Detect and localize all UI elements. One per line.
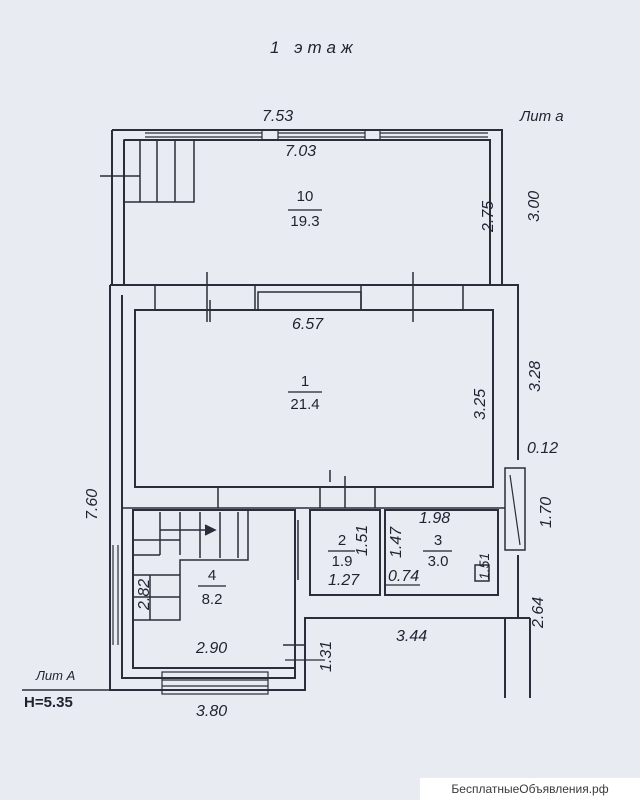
room-4-bottom-window: [161, 671, 269, 695]
lit-a-big-label: Лит А: [36, 668, 76, 683]
floor-title: 1 этаж: [270, 38, 358, 57]
room-2-area: 1.9: [331, 553, 353, 570]
dim-room4-width: 2.90: [196, 640, 228, 657]
room-4-number: 4: [207, 567, 217, 584]
dim-left-total: 7.60: [84, 488, 101, 520]
dim-top-inner: 7.03: [285, 143, 317, 160]
height-label: Н=5.35: [24, 694, 73, 711]
room-10-area: 19.3: [290, 213, 320, 230]
room-4-area: 8.2: [201, 591, 223, 608]
annex-top-windows: [145, 130, 488, 140]
room-1-top-partitions: [154, 272, 464, 322]
corridor-walls: [122, 476, 505, 509]
watermark: БесплатныеОбъявления.рф: [420, 778, 640, 800]
annex-stair: [100, 139, 195, 203]
dim-wall-thickness: 0.12: [527, 440, 559, 457]
room-2-number: 2: [337, 532, 347, 549]
annex-outer-wall: [112, 129, 503, 285]
dim-bottom-total: 3.80: [196, 703, 228, 720]
dim-room2-width: 1.27: [328, 572, 360, 589]
dim-room1-width: 6.57: [292, 316, 324, 333]
dim-right-upper-inner: 2.75: [480, 200, 497, 232]
dim-room4-ext: 1.31: [318, 640, 335, 672]
main-stair: [132, 510, 249, 621]
dim-room3-left: 1.47: [388, 526, 405, 558]
lit-a-small-label: Лит а: [520, 108, 564, 125]
dim-room3-side: 1.51: [476, 552, 492, 580]
room-1-number: 1: [300, 373, 310, 390]
dim-bottom-right: 3.44: [396, 628, 428, 645]
dim-top-outer: 7.53: [262, 108, 294, 125]
right-window: [504, 467, 526, 551]
main-outer-wall-lower: [504, 555, 519, 698]
dim-right-upper-outer: 3.00: [526, 190, 543, 222]
room-3-fixture: [474, 564, 490, 582]
dim-right-mid-outer: 3.28: [527, 360, 544, 392]
room-3-outline: [384, 509, 499, 596]
dim-room1-height: 3.25: [472, 388, 489, 420]
main-outer-wall-left: [109, 285, 505, 691]
dimension-ticks: [209, 300, 331, 482]
room-2-outline: [309, 509, 381, 596]
dim-room3-top: 1.98: [419, 510, 451, 527]
room-3-area: 3.0: [427, 553, 449, 570]
dim-stair-width: 2.82: [136, 578, 153, 610]
dim-right-bottom: 2.64: [530, 596, 547, 628]
room-4-left-window: [112, 545, 119, 645]
room-3-number: 3: [433, 532, 443, 549]
dim-right-lower: 1.70: [538, 496, 555, 528]
room-1-area: 21.4: [290, 396, 320, 413]
room-10-number: 10: [296, 188, 314, 205]
annex-inner-wall: [124, 139, 491, 285]
dim-room3-bottom: 0.74: [388, 568, 420, 585]
